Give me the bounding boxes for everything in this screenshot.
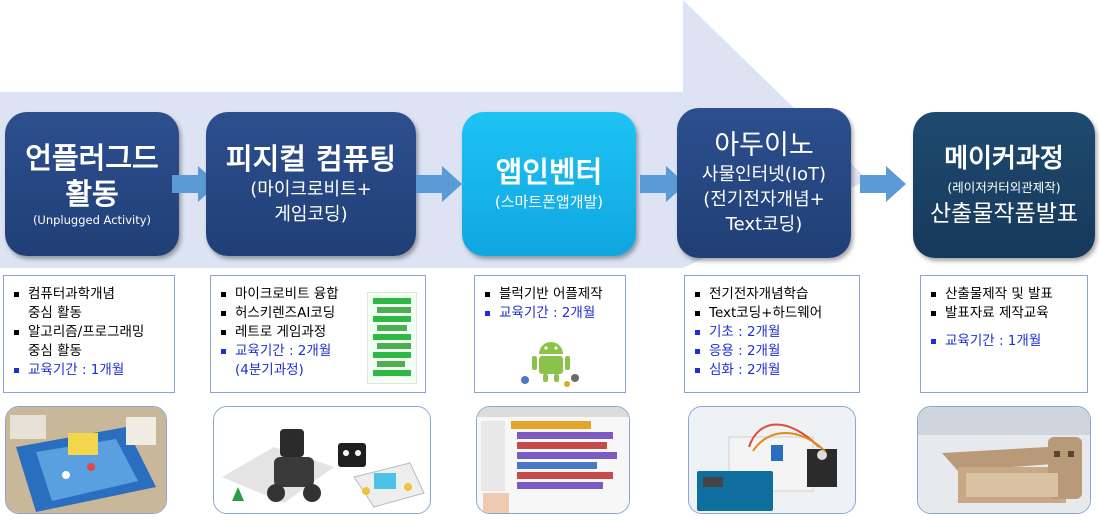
step-arduino-title: 아두이노 [714, 129, 814, 161]
desc-item-period: 교육기간 : 2개월 [483, 304, 619, 323]
desc-item: 마이크로비트 융합 [219, 285, 419, 304]
board-game-photo [5, 406, 167, 514]
step-arduino-subtitle-3: Text코딩) [725, 213, 803, 235]
step-maker-subtitle: (레이저커터외관제작) [947, 180, 1061, 195]
desc-box-app: 블럭기반 어플제작 교육기간 : 2개월 [474, 275, 626, 393]
arduino-servo-image [689, 407, 855, 513]
desc-item-level: 응용 : 2개월 [693, 342, 853, 361]
board-game-image [6, 407, 166, 513]
scratch-blocks-image [367, 292, 417, 384]
android-robot-icon [521, 342, 579, 387]
desc-item: 블럭기반 어플제작 [483, 285, 619, 304]
connector-arrow-2 [416, 166, 462, 202]
desc-box-maker: 산출물제작 및 발표 발표자료 제작교육 교육기간 : 1개월 [920, 275, 1088, 393]
app-inventor-blocks-image [477, 407, 629, 513]
microbit-robot-photo [213, 406, 431, 514]
step-physical-computing: 피지컬 컴퓨팅 (마이크로비트+ 게임코딩) [206, 112, 416, 256]
step-physical-title: 피지컬 컴퓨팅 [225, 142, 397, 176]
step-physical-subtitle-2: 게임코딩) [274, 204, 348, 225]
desc-box-physical: 마이크로비트 융합 허스키렌즈AI코딩 레트로 게임과정 교육기간 : 2개월 … [210, 275, 426, 393]
step-arduino: 아두이노 사물인터넷(IoT) (전기전자개념+ Text코딩) [677, 108, 851, 258]
step-unplugged: 언플러그드 활동 (Unplugged Activity) [5, 112, 179, 256]
desc-item-period-note: (4분기과정) [235, 362, 304, 378]
desc-box-unplugged: 컴퓨터과학개념 중심 활동 알고리즘/프로그래밍 중심 활동 교육기간 : 1개… [3, 275, 175, 393]
step-unplugged-subtitle: (Unplugged Activity) [32, 213, 152, 227]
desc-item: Text코딩+하드웨어 [693, 304, 853, 323]
desc-item-period: 교육기간 : 1개월 [929, 332, 1081, 351]
step-maker-title-2: 산출물작품발표 [929, 201, 1079, 227]
microbit-robot-image [214, 407, 430, 513]
desc-item-period: 교육기간 : 1개월 [12, 361, 168, 380]
connector-arrow-4 [860, 166, 906, 202]
desc-item: 허스키렌즈AI코딩 [219, 304, 419, 323]
step-maker: 메이커과정 (레이저커터외관제작) 산출물작품발표 [913, 112, 1095, 258]
app-inventor-blocks-photo [476, 406, 630, 514]
laser-cut-box-image [918, 407, 1090, 513]
step-arduino-subtitle-1: 사물인터넷(IoT) [701, 163, 827, 185]
step-maker-title: 메이커과정 [944, 144, 1064, 174]
desc-box-arduino: 전기전자개념학습 Text코딩+하드웨어 기초 : 2개월 응용 : 2개월 심… [684, 275, 860, 393]
laser-cut-box-photo [917, 406, 1091, 514]
desc-item: 중심 활동 [28, 305, 82, 321]
step-physical-subtitle-1: (마이크로비트+ [250, 179, 372, 200]
desc-item: 산출물제작 및 발표 [929, 285, 1081, 304]
arduino-servo-photo [688, 406, 856, 514]
desc-item-period: 교육기간 : 2개월 [219, 342, 419, 361]
desc-item: 중심 활동 [28, 343, 82, 359]
desc-item: 발표자료 제작교육 [929, 304, 1081, 323]
desc-item-level: 기초 : 2개월 [693, 323, 853, 342]
desc-item: 컴퓨터과학개념 [12, 285, 168, 304]
step-app-subtitle: (스마트폰앱개발) [494, 192, 604, 211]
desc-item: 레트로 게임과정 [219, 323, 419, 342]
step-unplugged-title-2: 활동 [65, 177, 119, 211]
desc-item: 알고리즘/프로그래밍 [12, 323, 168, 342]
step-arduino-subtitle-2: (전기전자개념+ [703, 188, 825, 210]
desc-item-level: 심화 : 2개월 [693, 361, 853, 380]
desc-item: 전기전자개념학습 [693, 285, 853, 304]
step-unplugged-title: 언플러그드 [25, 141, 159, 175]
step-app-title: 앱인벤터 [495, 154, 603, 189]
step-app-inventor: 앱인벤터 (스마트폰앱개발) [462, 112, 636, 256]
connector-arrow-3 [640, 166, 686, 202]
